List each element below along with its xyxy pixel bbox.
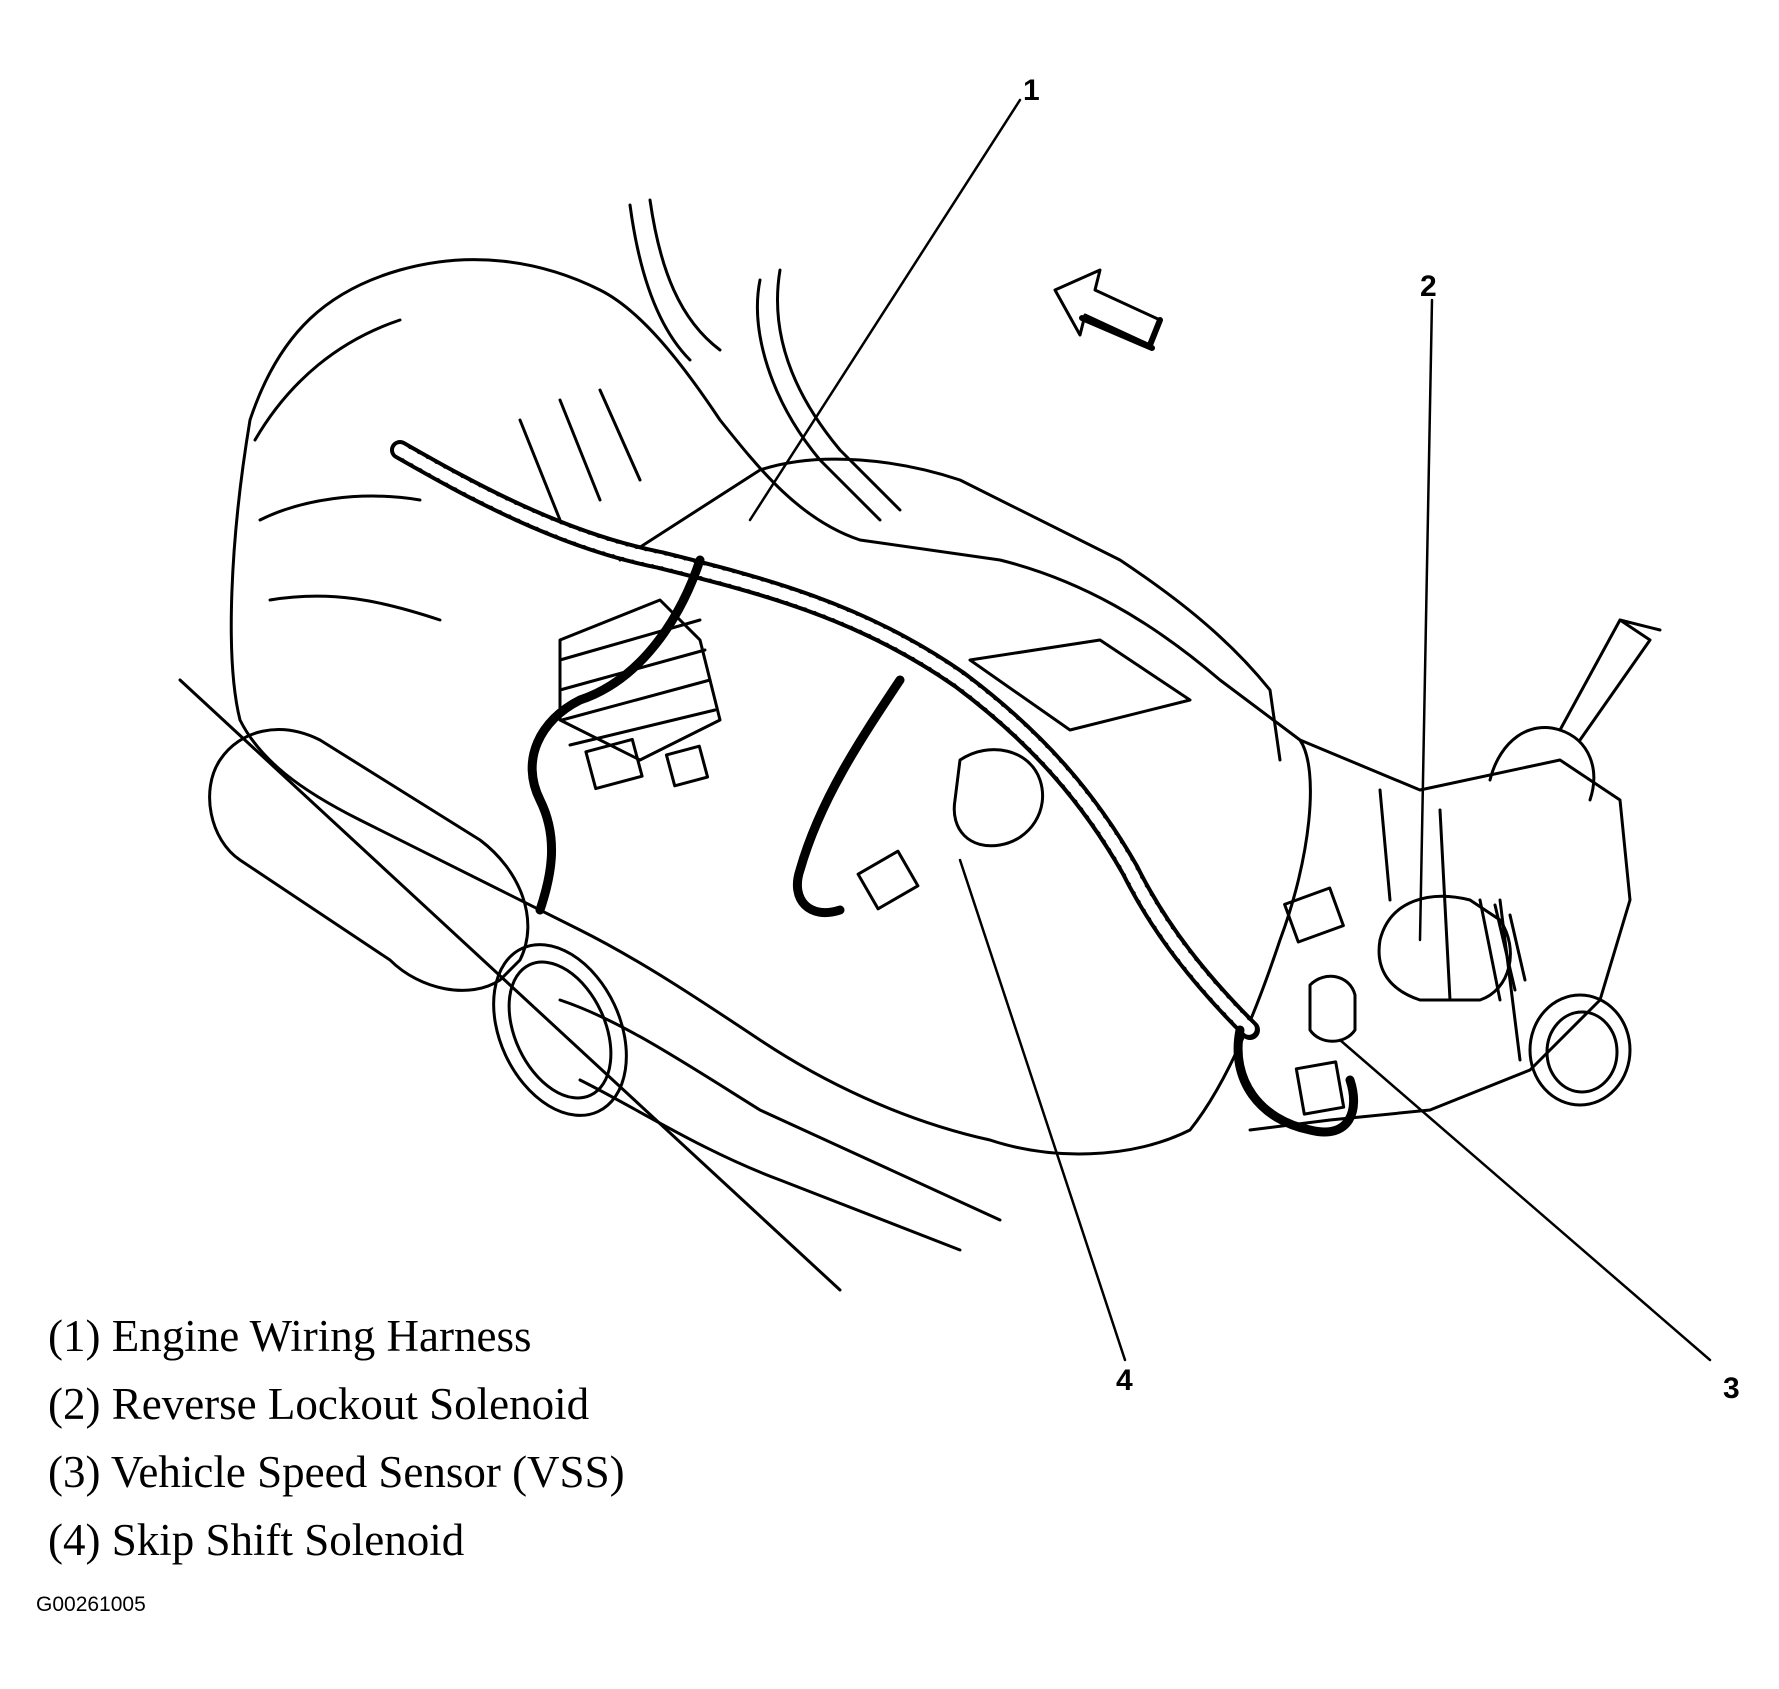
wiring-harness-core [394,444,1256,1036]
case-panel [968,638,1192,732]
reverse-lockout-solenoid-ribs [1478,898,1527,1002]
bell-housing-ridge [253,318,442,622]
exhaust-flange [492,943,628,1117]
vss-connector [1294,1060,1346,1116]
reverse-lockout-connector [1283,886,1345,944]
exhaust-pipe-lower [558,998,1002,1252]
connector-left-b [664,744,710,788]
bell-housing-ribs [518,388,642,522]
legend-item-skip-shift-solenoid: (4) Skip Shift Solenoid [48,1515,465,1565]
harness-branch-vss [1233,1025,1359,1137]
fuel-lines [628,198,902,522]
reverse-lockout-solenoid [1377,894,1512,1002]
callout-number-4: 4 [1116,1364,1133,1397]
callout-number-3: 3 [1723,1372,1740,1405]
extension-housing [1248,738,1632,1132]
shift-rod [1558,618,1662,742]
exhaust-pipe [208,728,530,992]
harness-branch-middle [792,675,905,918]
connector-left-a [584,737,644,791]
leader-line-3 [1338,1038,1712,1362]
case-grille [558,618,717,747]
output-shaft-seal-inner [1545,1010,1619,1094]
harness-branch-left [527,555,705,915]
leader-line-1 [748,98,1022,522]
legend-item-engine-wiring-harness: (1) Engine Wiring Harness [48,1311,532,1361]
leader-line-2 [1418,298,1434,942]
output-shaft-seal [1528,993,1632,1107]
legend: (1) Engine Wiring Harness (2) Reverse Lo… [48,1302,625,1574]
main-case [558,457,1282,762]
callout-number-1: 1 [1023,74,1040,107]
skip-shift-connector [856,849,920,911]
skip-shift-solenoid [952,748,1045,848]
front-direction-arrow [1053,268,1162,347]
front-direction-arrow-shadow [1079,315,1163,351]
floor-line [178,678,842,1292]
bell-housing [229,258,1312,1156]
legend-item-reverse-lockout-solenoid: (2) Reverse Lockout Solenoid [48,1379,590,1429]
legend-item-vehicle-speed-sensor: (3) Vehicle Speed Sensor (VSS) [48,1447,625,1497]
figure-code: G00261005 [36,1593,146,1616]
vehicle-speed-sensor [1308,974,1357,1043]
leader-line-4 [958,858,1127,1362]
exhaust-flange-inner [507,960,613,1100]
callout-number-2: 2 [1420,270,1437,303]
